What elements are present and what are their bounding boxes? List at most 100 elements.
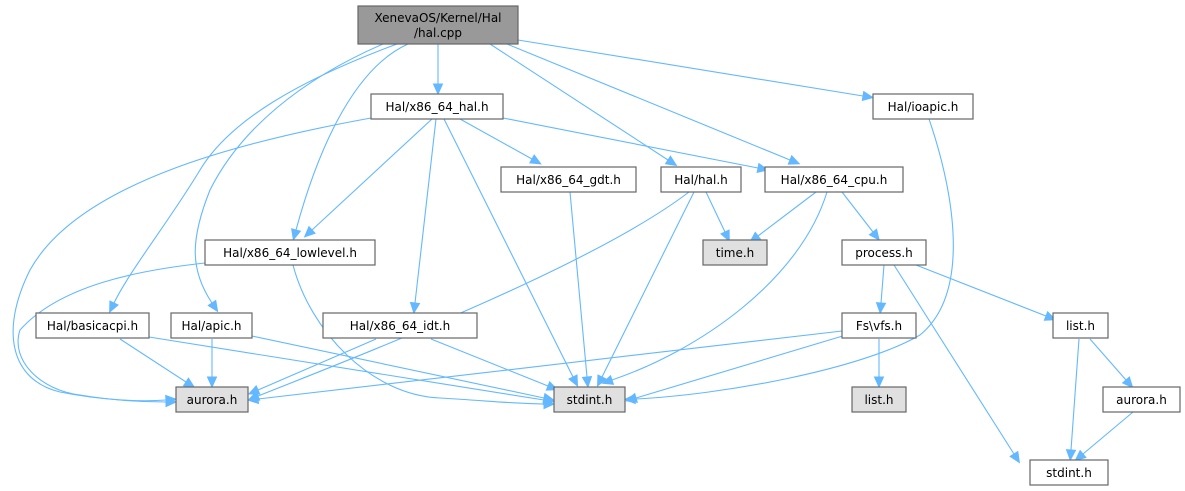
edge-line <box>257 191 690 397</box>
edge-line <box>148 336 545 401</box>
node-root[interactable]: XenevaOS/Kernel/Hal/hal.cpp <box>357 5 519 45</box>
edge-line <box>601 191 695 378</box>
node-x86-64-hal[interactable]: Hal/x86_64_hal.h <box>370 93 504 120</box>
arrowhead-icon <box>409 301 421 315</box>
node-label: Hal/basicacpi.h <box>47 319 138 333</box>
node-lowlevel[interactable]: Hal/x86_64_lowlevel.h <box>204 239 376 266</box>
arrowhead-icon <box>868 228 880 241</box>
edge-line <box>841 191 874 233</box>
node-x86-64-gdt[interactable]: Hal/x86_64_gdt.h <box>500 166 637 193</box>
node-list-g[interactable]: list.h <box>851 386 907 413</box>
arrowhead-icon <box>1065 449 1077 462</box>
node-box <box>841 239 927 266</box>
arrowhead-icon <box>787 154 801 165</box>
edge-line <box>893 264 1015 455</box>
node-box <box>851 386 907 413</box>
edge-line <box>880 264 885 304</box>
edge-vfs-to-list_g <box>873 339 885 389</box>
arrowhead-icon <box>207 299 219 313</box>
edge-line <box>517 39 864 97</box>
arrowhead-icon <box>568 374 579 388</box>
node-apic[interactable]: Hal/apic.h <box>170 312 253 339</box>
node-stdint-m[interactable]: stdint.h <box>553 386 626 413</box>
node-box <box>204 239 376 266</box>
edge-line <box>194 43 384 304</box>
edge-line <box>611 191 828 381</box>
edge-line <box>251 335 545 399</box>
edge-line <box>569 191 588 378</box>
node-label: aurora.h <box>1116 393 1167 407</box>
arrowhead-icon <box>664 155 678 167</box>
edge-vfs-to-aurora_l <box>246 330 843 405</box>
edge-x86_64_gdt-to-stdint_m <box>569 191 593 389</box>
node-idt[interactable]: Hal/x86_64_idt.h <box>322 312 478 339</box>
edge-hal_h-to-aurora_l <box>247 191 690 401</box>
node-x86-64-cpu[interactable]: Hal/x86_64_cpu.h <box>764 166 904 193</box>
node-process[interactable]: process.h <box>841 239 927 266</box>
node-time[interactable]: time.h <box>702 239 768 266</box>
node-label: Hal/x86_64_idt.h <box>350 319 450 333</box>
node-list-r[interactable]: list.h <box>1052 312 1109 339</box>
edge-line <box>292 264 545 405</box>
node-box <box>553 386 626 413</box>
edge-root-to-lowlevel <box>291 43 409 241</box>
edge-process-to-list_r <box>915 264 1057 321</box>
node-box <box>764 166 904 193</box>
node-box <box>702 239 768 266</box>
node-label: Hal/x86_64_hal.h <box>385 100 488 114</box>
node-box <box>872 93 974 120</box>
arrowhead-icon <box>432 83 444 96</box>
node-label: process.h <box>855 246 913 260</box>
arrowhead-icon <box>109 300 119 314</box>
edge-idt-to-aurora_l <box>247 338 377 395</box>
arrowhead-icon <box>875 302 887 315</box>
node-label: list.h <box>1066 319 1095 333</box>
edge-line <box>1089 338 1127 381</box>
arrowhead-icon <box>529 154 542 165</box>
edge-hal_h-to-stdint_m <box>597 191 695 388</box>
edge-line <box>634 118 954 400</box>
edge-line <box>489 43 669 161</box>
node-label: Hal/x86_64_gdt.h <box>516 173 621 187</box>
node-box <box>1052 312 1109 339</box>
edge-line <box>502 117 759 169</box>
edge-line <box>1070 338 1080 451</box>
arrowhead-icon <box>1009 450 1021 464</box>
edge-line <box>635 334 847 399</box>
edge-x86_64_cpu-to-stdint_m <box>601 191 828 385</box>
node-label: Hal/x86_64_lowlevel.h <box>223 246 357 260</box>
node-basicacpi[interactable]: Hal/basicacpi.h <box>35 312 150 339</box>
node-label: Hal/ioapic.h <box>888 100 959 114</box>
edge-root-to-x86_64_cpu <box>506 43 801 165</box>
arrowhead-icon <box>720 229 730 243</box>
arrowhead-icon <box>625 392 638 403</box>
node-hal-h[interactable]: Hal/hal.h <box>660 166 742 193</box>
node-aurora-r[interactable]: aurora.h <box>1102 386 1181 413</box>
edge-apic-to-stdint_m <box>251 335 555 404</box>
node-stdint-b[interactable]: stdint.h <box>1029 459 1109 486</box>
node-aurora-l[interactable]: aurora.h <box>175 386 249 413</box>
edge-x86_64_hal-to-idt <box>409 118 437 315</box>
edge-line <box>119 338 187 383</box>
node-box <box>660 166 742 193</box>
node-label: aurora.h <box>187 393 238 407</box>
node-box <box>322 312 478 339</box>
edge-line <box>311 118 433 231</box>
node-box <box>175 386 249 413</box>
node-ioapic[interactable]: Hal/ioapic.h <box>872 93 974 120</box>
edge-root-to-hal_h <box>489 43 678 167</box>
node-vfs[interactable]: Fs\vfs.h <box>841 312 917 339</box>
edge-x86_64_cpu-to-time <box>749 191 817 243</box>
node-box <box>1029 459 1109 486</box>
edge-idt-to-stdint_m <box>430 338 559 391</box>
node-box <box>500 166 637 193</box>
edge-list_r-to-aurora_r <box>1089 338 1134 389</box>
arrowhead-icon <box>246 393 260 405</box>
edge-apic-to-aurora_l <box>206 339 218 389</box>
arrowhead-icon <box>1121 376 1134 389</box>
node-label: Hal/hal.h <box>674 173 727 187</box>
node-label: XenevaOS/Kernel/Hal <box>374 11 501 25</box>
edge-vfs-to-stdint_m <box>625 334 847 403</box>
edge-hal_h-to-time <box>705 191 730 243</box>
